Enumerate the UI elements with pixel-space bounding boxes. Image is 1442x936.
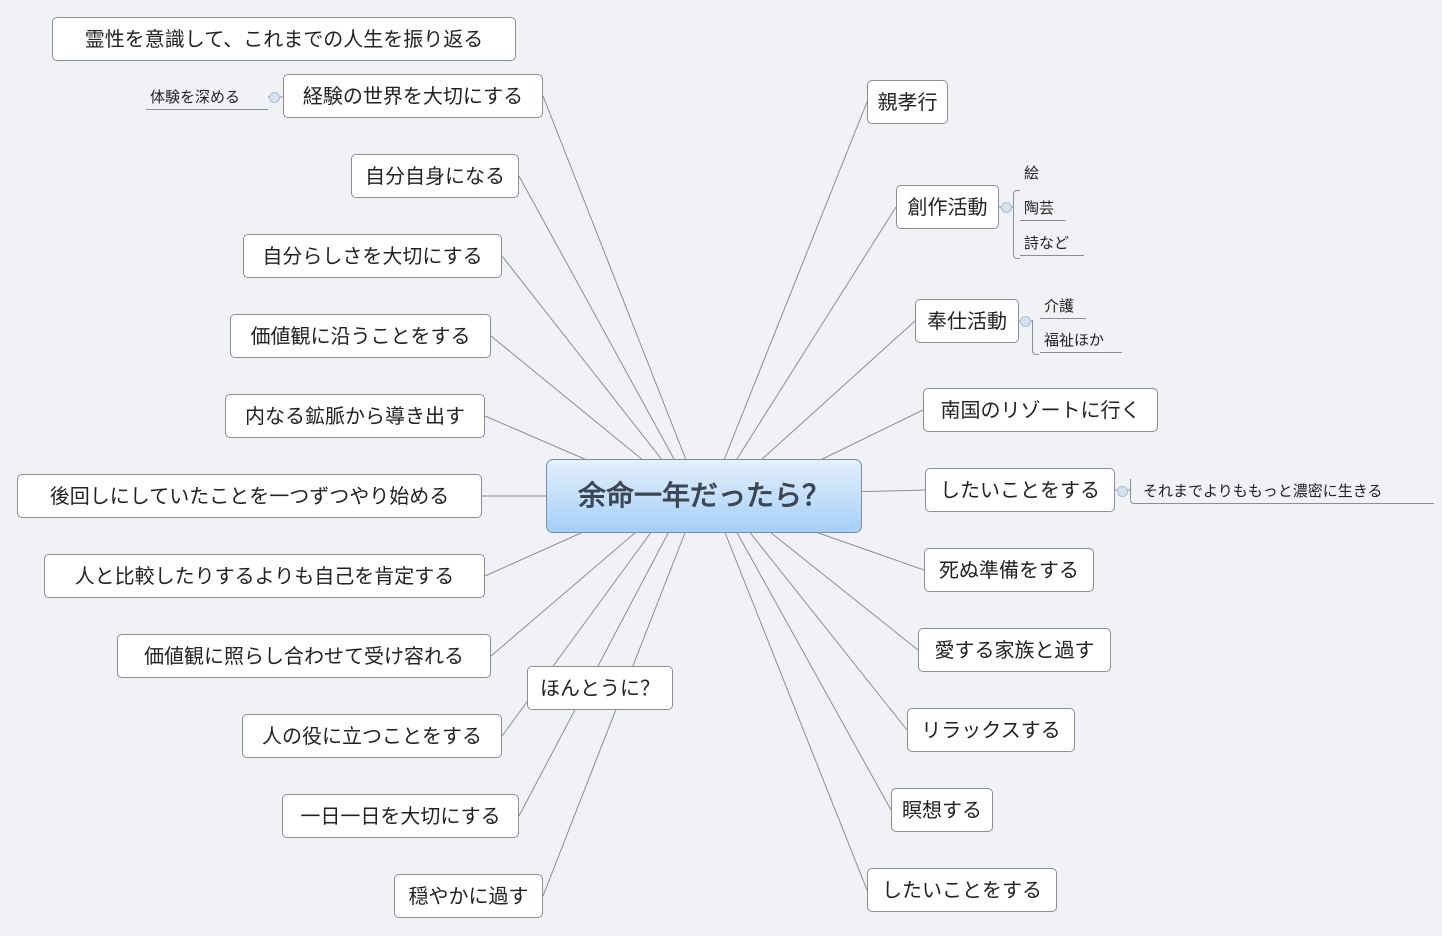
topic-accept[interactable]: 価値観に照らし合わせて受け容れる — [117, 634, 491, 678]
topic-prepare-death[interactable]: 死ぬ準備をする — [924, 548, 1094, 592]
collapse-icon[interactable] — [269, 92, 280, 103]
topic-family[interactable]: 愛する家族と過す — [918, 628, 1111, 672]
topic-inner-vein[interactable]: 内なる鉱脈から導き出す — [225, 394, 485, 438]
topic-self-identity[interactable]: 自分らしさを大切にする — [243, 234, 502, 278]
topic-become-self[interactable]: 自分自身になる — [351, 154, 519, 198]
topic-calm[interactable]: 穏やかに過す — [394, 874, 543, 918]
topic-volunteer[interactable]: 奉仕活動 — [915, 299, 1019, 343]
topic-postponed[interactable]: 後回しにしていたことを一つずつやり始める — [17, 474, 482, 518]
topic-values[interactable]: 価値観に沿うことをする — [230, 314, 491, 358]
subtopic-bracket — [1013, 190, 1020, 259]
topic-self-affirm[interactable]: 人と比較したりするよりも自己を肯定する — [44, 554, 485, 598]
subtopic-painting[interactable]: 絵 — [1024, 164, 1040, 182]
topic-do-what-you-want-2[interactable]: したいことをする — [867, 868, 1057, 912]
collapse-icon[interactable] — [1117, 486, 1128, 497]
topic-creative[interactable]: 創作活動 — [896, 185, 999, 229]
subtopic-pottery[interactable]: 陶芸 — [1020, 196, 1066, 221]
subtopic-deepen-experience[interactable]: 体験を深める — [146, 85, 268, 110]
subtopic-poetry[interactable]: 詩など — [1020, 231, 1084, 256]
topic-resort[interactable]: 南国のリゾートに行く — [923, 388, 1158, 432]
collapse-icon[interactable] — [1001, 202, 1012, 213]
topic-meditate[interactable]: 瞑想する — [891, 788, 993, 832]
topic-spirituality[interactable]: 霊性を意識して、これまでの人生を振り返る — [52, 17, 516, 61]
subtopic-live-intensely[interactable]: それまでよりももっと濃密に生きる — [1130, 479, 1434, 504]
topic-each-day[interactable]: 一日一日を大切にする — [282, 794, 519, 838]
topic-help-others[interactable]: 人の役に立つことをする — [242, 714, 502, 758]
topic-relax[interactable]: リラックスする — [907, 708, 1075, 752]
subtopic-care[interactable]: 介護 — [1040, 294, 1086, 319]
topic-do-what-you-want[interactable]: したいことをする — [925, 468, 1115, 512]
subtopic-bracket — [1032, 320, 1039, 355]
topic-filial-piety[interactable]: 親孝行 — [867, 80, 948, 124]
central-topic[interactable]: 余命一年だったら？ — [546, 459, 862, 533]
collapse-icon[interactable] — [1020, 316, 1031, 327]
topic-experience[interactable]: 経験の世界を大切にする — [283, 74, 543, 118]
floating-topic-really[interactable]: ほんとうに？ — [527, 666, 673, 710]
subtopic-welfare[interactable]: 福祉ほか — [1040, 328, 1122, 353]
